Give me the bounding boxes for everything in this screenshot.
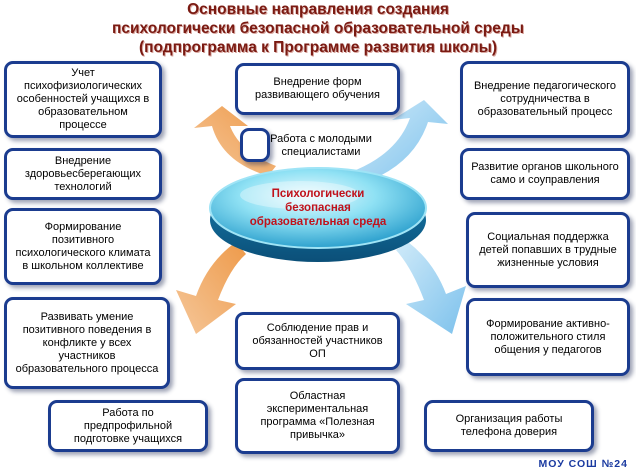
- box-rights-duties: Соблюдение прав и обязанностей участнико…: [235, 312, 400, 370]
- box-conflict-behavior: Развивать умение позитивного поведения в…: [4, 297, 170, 389]
- title-line-1: Основные направления создания: [187, 1, 449, 18]
- box-helpline: Организация работы телефона доверия: [424, 400, 594, 452]
- box-social-support: Социальная поддержка детей попавших в тр…: [466, 212, 630, 288]
- box-health-technologies-text: Внедрение здоровьесберегающих технологий: [24, 154, 142, 193]
- young-specialists-text: Работа с молодыми специалистами: [270, 133, 372, 158]
- box-self-government-text: Развитие органов школьного само и соупра…: [471, 161, 619, 186]
- box-rights-duties-text: Соблюдение прав и обязанностей участнико…: [252, 321, 383, 360]
- box-regional-program-text: Областная экспериментальная программа «П…: [260, 390, 375, 441]
- title-line-2: психологически безопасной образовательно…: [112, 20, 524, 37]
- school-footer: МОУ СОШ №24: [538, 458, 628, 470]
- center-disc-rim: [209, 167, 427, 249]
- box-developmental-learning: Внедрение форм развивающего обучения: [235, 63, 400, 115]
- box-communication-style: Формирование активно-положительного стил…: [466, 298, 630, 376]
- box-regional-program: Областная экспериментальная программа «П…: [235, 378, 400, 454]
- center-disc-highlight: [240, 181, 360, 209]
- box-psychophysiological-text: Учет психофизиологических особенностей у…: [16, 67, 150, 131]
- title-line-3: (подпрограмма к Программе развития школы…: [139, 39, 497, 56]
- box-positive-climate: Формирование позитивного психологическог…: [4, 208, 162, 285]
- box-conflict-behavior-text: Развивать умение позитивного поведения в…: [15, 310, 159, 375]
- box-self-government: Развитие органов школьного само и соупра…: [460, 148, 630, 200]
- box-pedagogical-cooperation-text: Внедрение педагогического сотрудничества…: [473, 80, 617, 118]
- box-positive-climate-text: Формирование позитивного психологическог…: [15, 220, 151, 272]
- box-psychophysiological: Учет психофизиологических особенностей у…: [4, 61, 162, 138]
- box-communication-style-text: Формирование активно-положительного стил…: [486, 317, 610, 356]
- box-preprofile-training-text: Работа по предпрофильной подготовке учащ…: [73, 406, 183, 445]
- arrow-upper-right: [356, 100, 448, 182]
- box-pedagogical-cooperation: Внедрение педагогического сотрудничества…: [460, 61, 630, 138]
- box-helpline-text: Организация работы телефона доверия: [455, 413, 563, 438]
- page-title: Основные направления создания психологич…: [0, 0, 636, 57]
- center-disc-top: [210, 168, 426, 248]
- center-label: Психологически безопасная образовательна…: [249, 188, 387, 228]
- arrow-lower-right: [396, 242, 466, 334]
- arrow-lower-left: [176, 242, 246, 334]
- box-preprofile-training: Работа по предпрофильной подготовке учащ…: [48, 400, 208, 452]
- young-specialists-marker: [240, 128, 270, 162]
- box-social-support-text: Социальная поддержка детей попавших в тр…: [479, 230, 617, 269]
- box-developmental-learning-text: Внедрение форм развивающего обучения: [255, 76, 380, 101]
- box-health-technologies: Внедрение здоровьесберегающих технологий: [4, 148, 162, 200]
